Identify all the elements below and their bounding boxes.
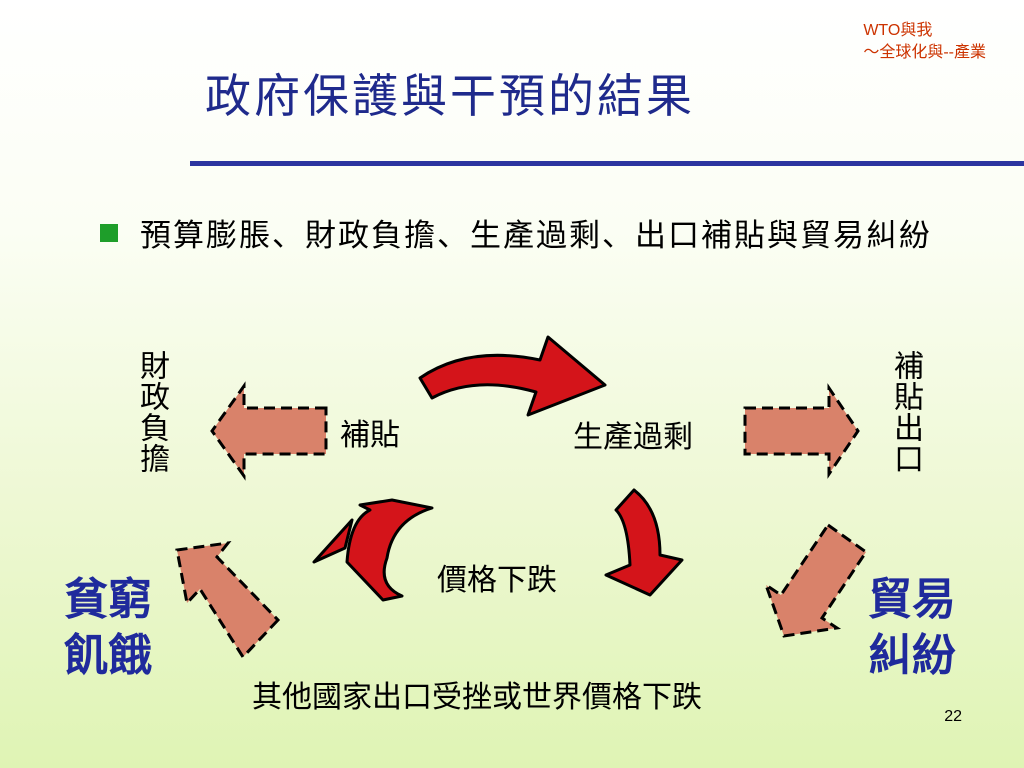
right-arrow-icon xyxy=(743,383,860,479)
subsidy-label: 補貼 xyxy=(340,418,400,453)
overproduction-label: 生產過剩 xyxy=(573,420,693,455)
top-curved-arrow-icon xyxy=(418,335,607,417)
page-number: 22 xyxy=(944,708,962,725)
trade-dispute-label: 貿易糾紛 xyxy=(868,574,956,681)
left-curved-arrow-head-icon xyxy=(312,518,354,564)
bullet-text: 預算膨脹、財政負擔、生產過剩、出口補貼與貿易糾紛 xyxy=(140,218,932,254)
slide-title: 政府保護與干預的結果 xyxy=(205,69,695,123)
title-underline xyxy=(190,161,1024,166)
header-line-2: ～全球化與--產業 xyxy=(863,44,986,61)
up-left-arrow-icon xyxy=(175,541,281,660)
left-arrow-icon xyxy=(210,381,328,481)
down-left-arrow-icon xyxy=(763,522,869,638)
price-drop-label: 價格下跌 xyxy=(437,563,557,598)
bullet-square-icon xyxy=(100,224,118,242)
fiscal-burden-label: 財政負擔 xyxy=(134,350,169,474)
bottom-result-label: 其他國家出口受挫或世界價格下跌 xyxy=(252,680,702,715)
left-curved-arrow-icon xyxy=(345,498,434,602)
export-subsidy-label: 補貼出口 xyxy=(888,350,923,474)
header-line-1: WTO與我 xyxy=(863,22,933,39)
poverty-hunger-label: 貧窮飢餓 xyxy=(64,574,152,681)
header-tag: WTO與我 ～全球化與--產業 xyxy=(863,20,986,64)
right-curved-arrow-icon xyxy=(604,488,684,597)
